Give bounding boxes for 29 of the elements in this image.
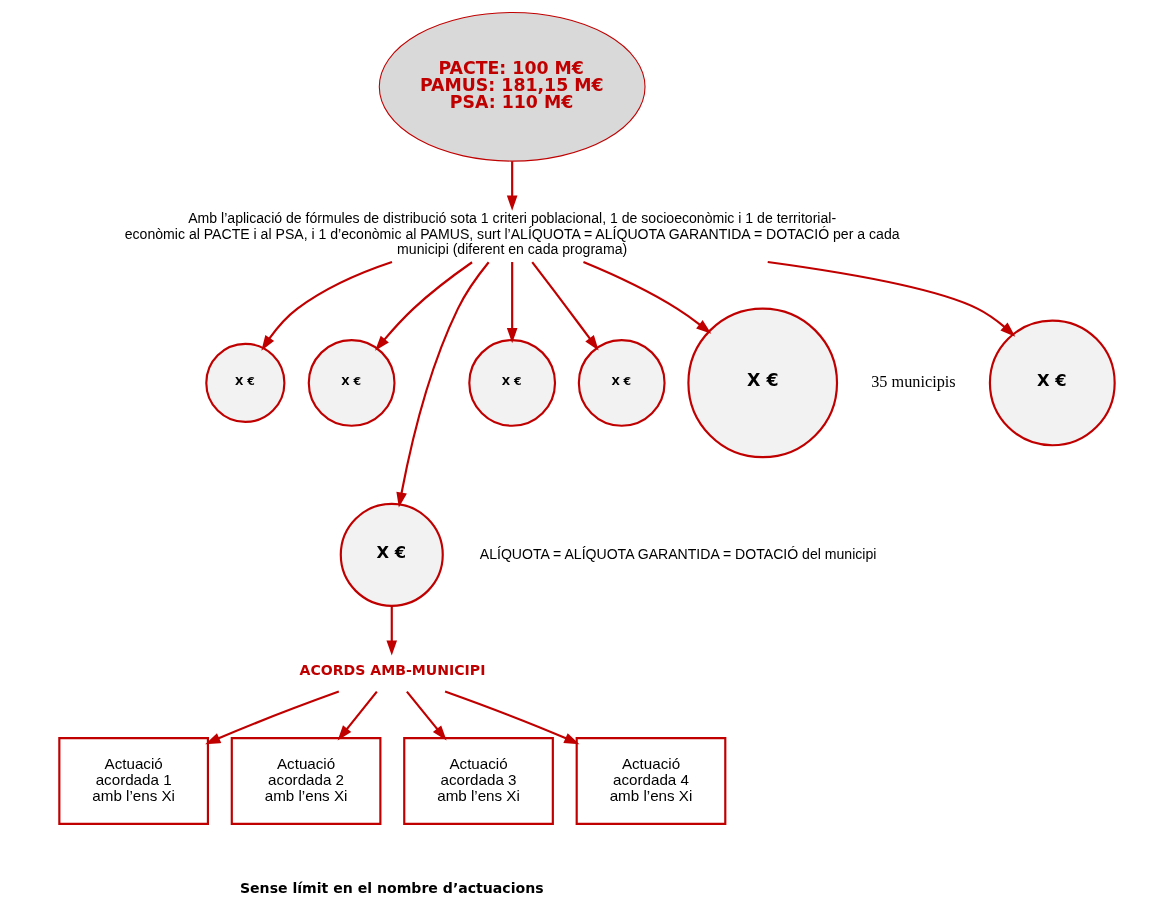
arrow: [396, 261, 490, 508]
arrow: [506, 161, 518, 211]
node-ellipse: PACTE: 100 M€ PAMUS: 181,15 M€ PSA: 110 M€: [378, 11, 646, 162]
node-box: Actuació acordada 1 amb l’ens Xi: [58, 737, 209, 825]
arrow: [261, 261, 393, 351]
node-label: ALÍQUOTA = ALÍQUOTA GARANTIDA = DOTACIÓ del municipi: [479, 545, 877, 562]
label: 35 municipis: [871, 372, 956, 391]
arrow: [506, 262, 518, 344]
node-circle: X €: [577, 339, 666, 427]
arrow: [205, 690, 340, 745]
arrow: [583, 261, 712, 334]
node-box: Actuació acordada 2 amb l’ens Xi: [230, 737, 382, 825]
node-text: Amb l’aplicació de fórmules de distribució sota 1 criteri poblacional, 1 de socioeconòmic i 1 de territorial-econòmic al PACTE i al PSA, i 1 d’econòmic al PAMUS, surt l’ALÍQUOTA = ALÍQUOTA GARANTIDA = DOTACIÓ per a cada municipi (diferent en cada programa): [124, 210, 900, 257]
node-circle: X €: [468, 339, 557, 427]
arrow: [386, 606, 398, 656]
arrow: [406, 690, 447, 741]
arrow: [375, 261, 473, 351]
arrow: [444, 690, 580, 745]
label: Sense límit en el nombre d’actuacions: [239, 879, 544, 896]
node-text: ACORDS AMB-MUNICIPI: [299, 661, 486, 678]
node-circle: X €: [339, 502, 444, 607]
node-circle: X €: [205, 342, 286, 424]
arrow: [337, 690, 378, 741]
node-circle: X €: [307, 339, 396, 427]
arrow: [767, 260, 1016, 337]
arrow: [531, 261, 599, 351]
node-box: Actuació acordada 4 amb l’ens Xi: [575, 737, 727, 825]
node-box: Actuació acordada 3 amb l’ens Xi: [403, 737, 554, 825]
node-circle: X €: [687, 307, 839, 459]
